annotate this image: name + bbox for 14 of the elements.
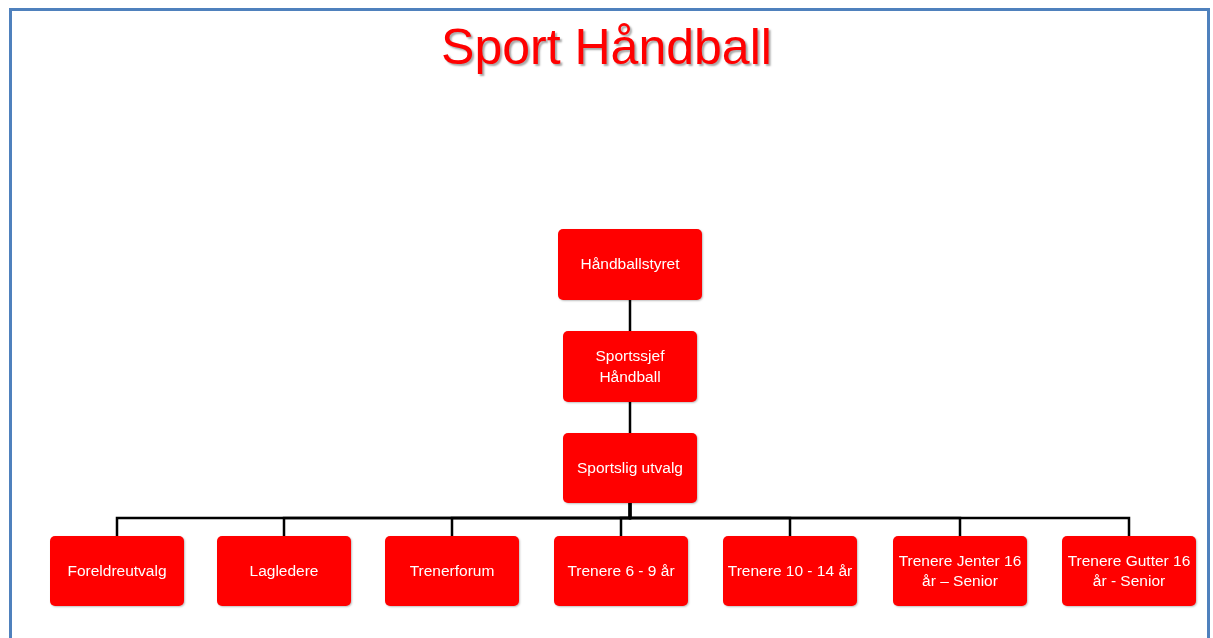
title: Sport Håndball [441,18,772,76]
connector-line [628,402,632,433]
org-box: Trenere Jenter 16 år – Senior [893,536,1027,606]
org-box: Trenere 6 - 9 år [554,536,688,606]
org-box: Sportssjef Håndball [563,331,697,402]
connector-line [628,503,1131,536]
org-box: Sportslig utvalg [563,433,697,503]
connector-line [628,300,632,331]
org-box: Trenere Gutter 16 år - Senior [1062,536,1196,606]
org-box: Håndballstyret [558,229,702,300]
org-box: Trenere 10 - 14 år [723,536,857,606]
org-box: Lagledere [217,536,351,606]
org-box: Foreldreutvalg [50,536,184,606]
org-box: Trenerforum [385,536,519,606]
